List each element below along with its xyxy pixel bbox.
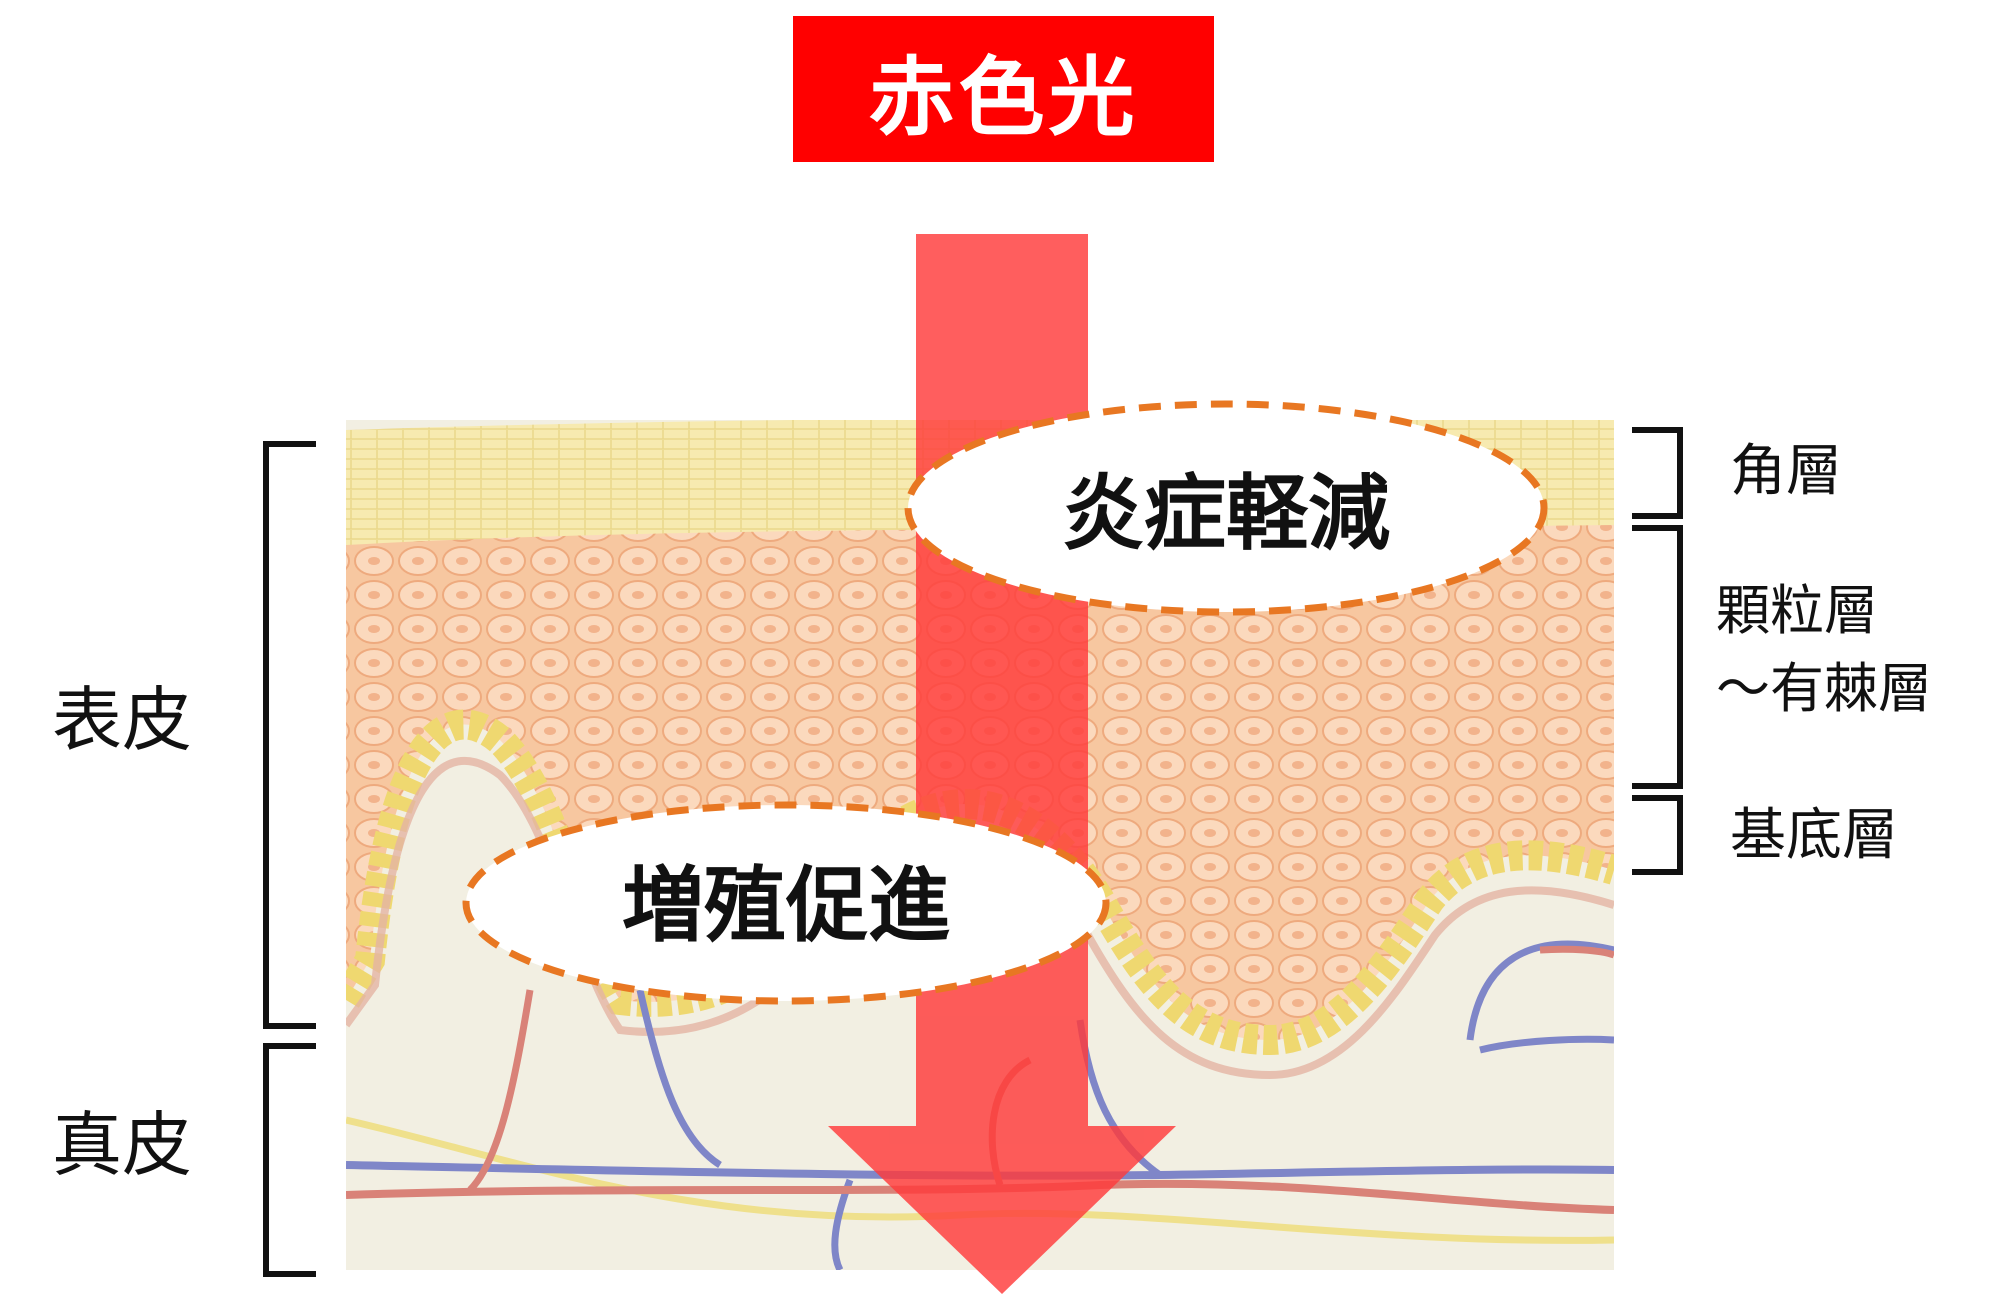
bracket-corneum [1632,427,1683,519]
callout-proliferation: 増殖促進 [621,858,951,954]
title-text: 赤色光 [868,47,1139,148]
brackets [263,427,1683,1277]
label-epidermis: 表皮 [52,679,192,761]
label-stratum-corneum: 角層 [1730,439,1842,504]
callout-inflammation: 炎症軽減 [1061,466,1391,562]
title-box: 赤色光 [793,16,1214,162]
label-dermis: 真皮 [52,1104,192,1186]
label-basal-layer: 基底層 [1730,803,1898,868]
bracket-basal [1632,795,1683,875]
bracket-epidermis [263,441,316,1029]
callout-proliferation-outline [462,801,1110,1005]
vein-branches [636,940,1614,1270]
label-spinous-layer: ～有棘層 [1716,657,1932,720]
bracket-dermis [263,1043,316,1277]
bracket-granular-spinous [1632,525,1683,789]
callout-inflammation-outline [904,400,1548,616]
label-granular-layer: 顆粒層 [1716,579,1878,642]
